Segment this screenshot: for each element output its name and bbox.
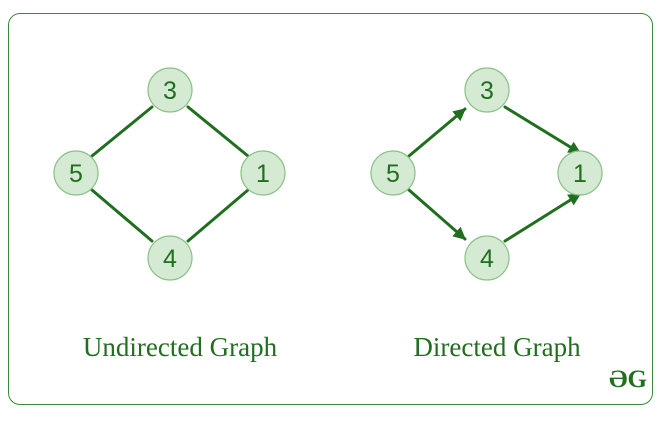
directed-edge-5-3 — [407, 107, 467, 158]
node-circle — [147, 235, 193, 281]
node-circle — [370, 150, 416, 196]
directed-edge-3-1 — [503, 105, 582, 155]
directed-graph-caption: Directed Graph — [413, 332, 581, 362]
undirected-edge-5-3 — [90, 105, 154, 158]
geeksforgeeks-logo-icon: ƏG — [609, 366, 647, 393]
node-circle — [53, 150, 99, 196]
directed-node-3: 3 — [464, 67, 510, 113]
directed-node-1: 1 — [557, 150, 603, 196]
node-label: 4 — [163, 245, 177, 273]
node-circle — [557, 150, 603, 196]
directed-edge-5-4 — [407, 188, 467, 241]
undirected-graph-caption: Undirected Graph — [83, 332, 278, 362]
node-label: 3 — [163, 77, 177, 105]
undirected-graph-edges — [90, 105, 250, 243]
undirected-node-5: 5 — [53, 150, 99, 196]
node-circle — [147, 67, 193, 113]
node-circle — [464, 67, 510, 113]
undirected-edge-5-4 — [90, 188, 154, 243]
node-label: 1 — [573, 160, 587, 188]
directed-node-4: 4 — [464, 235, 510, 281]
undirected-node-1: 1 — [240, 150, 286, 196]
node-label: 5 — [386, 160, 400, 188]
node-circle — [240, 150, 286, 196]
node-label: 3 — [480, 77, 494, 105]
directed-graph-edges — [407, 105, 582, 243]
node-label: 4 — [480, 245, 494, 273]
undirected-graph: 3 5 1 4 Undirected Graph — [53, 67, 286, 362]
undirected-edge-4-1 — [186, 188, 250, 243]
directed-graph: 3 5 1 4 Directed Graph — [370, 67, 603, 362]
directed-edge-4-1 — [503, 192, 582, 243]
node-label: 1 — [256, 160, 270, 188]
undirected-edge-3-1 — [186, 105, 250, 158]
undirected-node-3: 3 — [147, 67, 193, 113]
directed-node-5: 5 — [370, 150, 416, 196]
undirected-node-4: 4 — [147, 235, 193, 281]
node-circle — [464, 235, 510, 281]
node-label: 5 — [69, 160, 83, 188]
